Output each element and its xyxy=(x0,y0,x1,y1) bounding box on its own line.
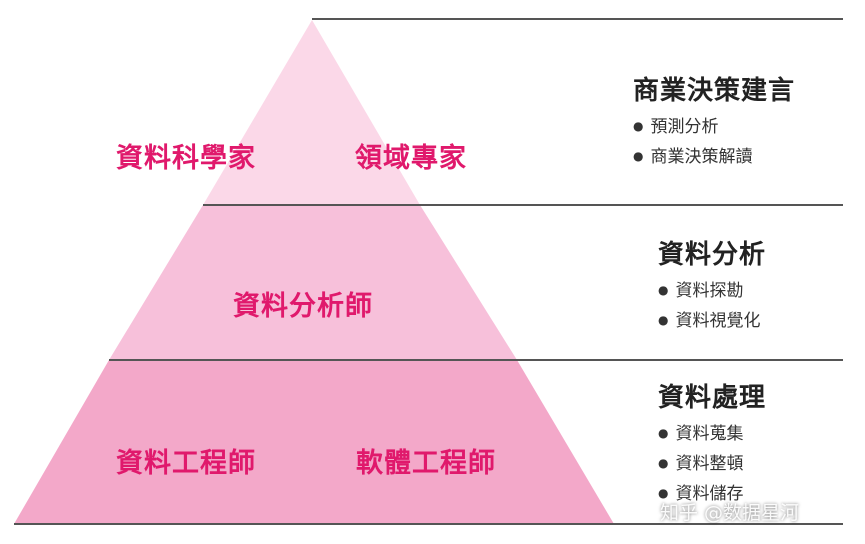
panel-title: 資料分析 xyxy=(658,240,767,270)
pyramid-tier-top xyxy=(203,20,420,205)
watermark: 知乎 @数据星河 xyxy=(660,502,800,524)
panel-data-analysis: 資料分析 資料探勘 資料視覺化 xyxy=(658,234,766,337)
panel-title: 商業決策建言 xyxy=(633,76,796,106)
label-data-analyst: 資料分析師 xyxy=(233,291,373,322)
panel-data-processing: 資料處理 資料蒐集 資料整頓 資料儲存 xyxy=(658,377,766,510)
bullet-item: 資料儲存 xyxy=(658,480,766,510)
bullet-item: 商業決策解讀 xyxy=(633,143,795,173)
label-data-scientist: 資料科學家 xyxy=(116,143,256,174)
bullet-list: 預測分析 商業決策解讀 xyxy=(633,113,795,173)
bullet-item: 資料視覺化 xyxy=(658,307,766,337)
panel-title: 資料處理 xyxy=(658,383,767,413)
bullet-item: 資料蒐集 xyxy=(658,420,766,450)
bullet-item: 預測分析 xyxy=(633,113,795,143)
bullet-item: 資料整頓 xyxy=(658,450,766,480)
pyramid-tier-bottom xyxy=(14,360,614,524)
label-software-engineer: 軟體工程師 xyxy=(356,448,496,479)
bullet-list: 資料蒐集 資料整頓 資料儲存 xyxy=(658,420,766,510)
pyramid-tier-middle xyxy=(109,205,517,360)
label-data-engineer: 資料工程師 xyxy=(116,448,256,479)
panel-business-decision: 商業決策建言 預測分析 商業決策解讀 xyxy=(633,70,795,173)
bullet-item: 資料探勘 xyxy=(658,277,766,307)
bullet-list: 資料探勘 資料視覺化 xyxy=(658,277,766,337)
label-domain-expert: 領域專家 xyxy=(355,143,467,174)
